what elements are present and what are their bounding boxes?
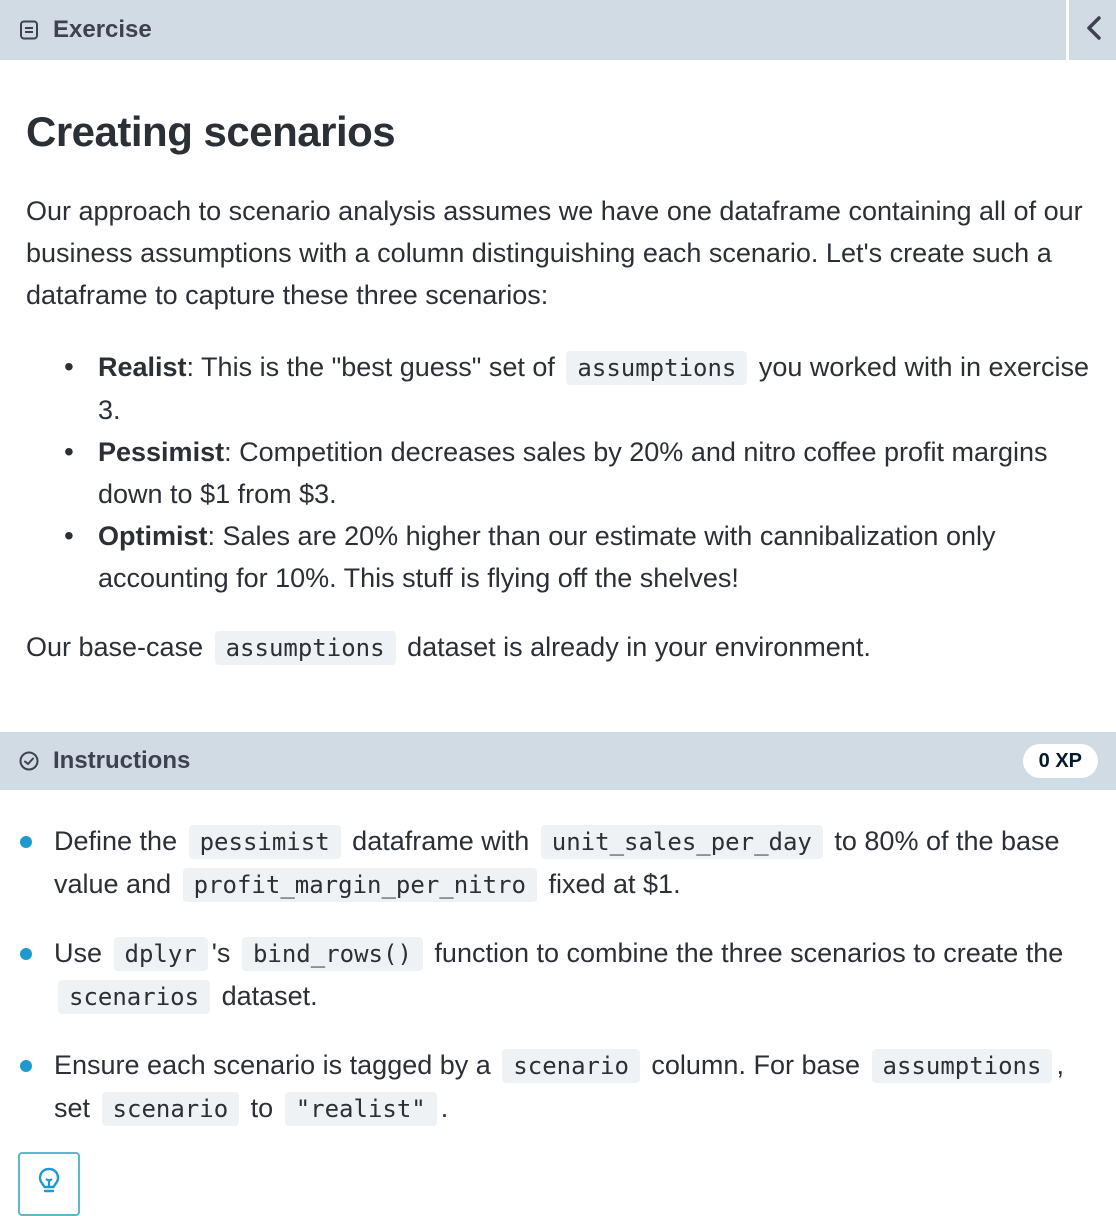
list-item: Ensure each scenario is tagged by a scen… xyxy=(20,1044,1094,1130)
scenario-list: Realist: This is the "best guess" set of… xyxy=(26,346,1098,599)
chevron-left-icon xyxy=(1085,15,1103,46)
hint-button[interactable] xyxy=(18,1152,80,1216)
list-item: Realist: This is the "best guess" set of… xyxy=(64,346,1098,431)
inline-code: "realist" xyxy=(284,1092,437,1126)
list-item: Use dplyr's bind_rows() function to comb… xyxy=(20,932,1094,1018)
instruction-list: Define the pessimist dataframe with unit… xyxy=(0,820,1094,1156)
page-title: Creating scenarios xyxy=(26,108,396,155)
inline-code: scenario xyxy=(101,1092,240,1126)
instructions-header: Instructions 0 XP xyxy=(0,732,1116,790)
inline-code: dplyr xyxy=(113,937,208,971)
exercise-header-title: Exercise xyxy=(53,16,152,43)
inline-code: assumptions xyxy=(566,351,748,385)
document-icon xyxy=(18,19,40,41)
lightbulb-icon xyxy=(36,1166,62,1203)
inline-code: assumptions xyxy=(214,631,396,665)
inline-code: profit_margin_per_nitro xyxy=(182,868,537,902)
scenario-name: Realist xyxy=(98,352,187,382)
list-item: Define the pessimist dataframe with unit… xyxy=(20,820,1094,906)
inline-code: assumptions xyxy=(871,1049,1053,1083)
inline-code: scenarios xyxy=(58,980,211,1014)
inline-code: scenario xyxy=(502,1049,640,1083)
intro-paragraph: Our approach to scenario analysis assume… xyxy=(26,196,1083,310)
check-circle-icon xyxy=(18,750,40,772)
scenario-name: Optimist xyxy=(98,521,208,551)
list-item: Pessimist: Competition decreases sales b… xyxy=(64,431,1098,515)
inline-code: bind_rows() xyxy=(241,937,423,971)
inline-code: unit_sales_per_day xyxy=(540,825,823,859)
base-case-paragraph: Our base-case assumptions dataset is alr… xyxy=(26,626,1096,669)
exercise-content: Creating scenarios Our approach to scena… xyxy=(26,108,1096,665)
exercise-header: Exercise xyxy=(0,0,1066,60)
instructions-title: Instructions xyxy=(53,747,191,774)
collapse-button[interactable] xyxy=(1067,0,1116,60)
inline-code: pessimist xyxy=(188,825,341,859)
list-item: Optimist: Sales are 20% higher than our … xyxy=(64,515,1098,599)
xp-badge: 0 XP xyxy=(1022,744,1098,778)
scenario-name: Pessimist xyxy=(98,437,225,467)
